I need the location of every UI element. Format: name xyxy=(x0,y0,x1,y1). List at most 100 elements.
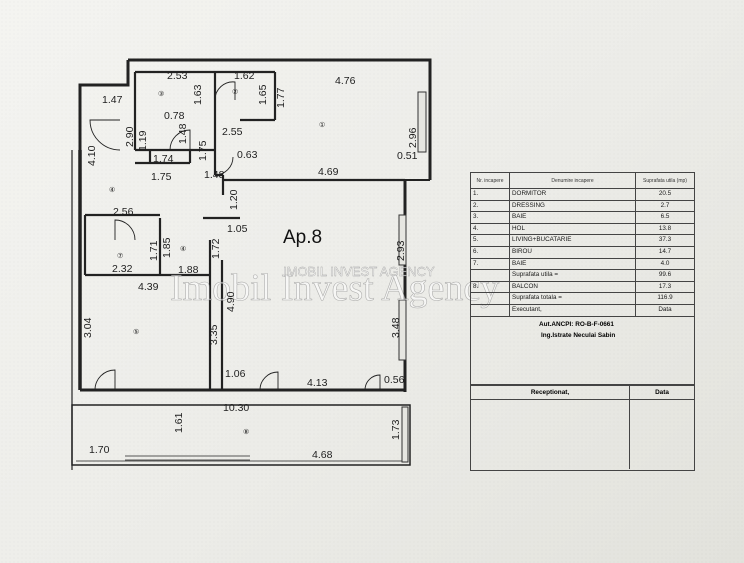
row-name: BAIE xyxy=(509,257,636,271)
area-table: Nr. incapere Denumire incapere Suprafata… xyxy=(470,172,695,317)
dim-label: 10.30 xyxy=(223,402,249,414)
inner-walls xyxy=(83,70,405,390)
dim-label: 0.51 xyxy=(397,150,418,162)
data-label: Data xyxy=(635,303,695,317)
row-area: 14.7 xyxy=(635,245,695,259)
row-name: BIROU xyxy=(509,245,636,259)
room-number-8: ⑧ xyxy=(243,428,249,436)
room-number-4a: ④ xyxy=(109,186,115,194)
dim-label: 2.55 xyxy=(222,126,243,138)
watermark-small: IMOBIL INVEST AGENCY xyxy=(283,264,435,279)
dim-label: 1.06 xyxy=(225,368,246,380)
dim-label: 2.53 xyxy=(167,70,188,82)
row-nr: 2. xyxy=(470,199,510,213)
windows xyxy=(398,91,427,463)
room-number-3: ③ xyxy=(158,90,164,98)
row-area: 6.5 xyxy=(635,211,695,224)
row-area: 4.0 xyxy=(635,257,695,271)
dim-label: 1.19 xyxy=(137,130,149,151)
authorization-box: Aut.ANCPI: RO-B-F-0661 Ing.Istrate Necul… xyxy=(470,313,695,385)
row-name: DORMITOR xyxy=(509,188,636,201)
header-name: Denumire incapere xyxy=(509,172,636,189)
dim-label: 3.48 xyxy=(390,317,402,338)
dim-label: 1.77 xyxy=(275,87,287,108)
row-nr: 3. xyxy=(470,211,510,224)
dim-label: 4.39 xyxy=(138,281,159,293)
row-name: BAIE xyxy=(509,211,636,224)
dim-label: 2.93 xyxy=(395,240,407,261)
total-value: 116.9 xyxy=(635,292,695,305)
dim-label: 0.78 xyxy=(164,110,185,122)
total-label: Suprafata totala = xyxy=(509,292,636,305)
dim-label: 1.75 xyxy=(197,140,209,161)
dim-label: 3.35 xyxy=(208,324,220,345)
dim-label: 1.47 xyxy=(102,94,123,106)
executant-row: Executant,Data xyxy=(470,303,695,317)
dim-label: 4.90 xyxy=(225,291,237,312)
util-row: Suprafata utila =99.6 xyxy=(470,269,695,282)
dim-label: 0.63 xyxy=(237,149,258,161)
dim-label: 1.73 xyxy=(390,419,402,440)
receptionat-label: Receptionat, xyxy=(471,386,630,399)
dim-label: 4.68 xyxy=(312,449,333,461)
door-arcs xyxy=(89,81,381,391)
dim-label: 2.32 xyxy=(112,263,133,275)
table-header-row: Nr. incapere Denumire incapere Suprafata… xyxy=(470,172,695,189)
room-number-7: ⑦ xyxy=(117,252,123,260)
row-area: 37.3 xyxy=(635,234,695,247)
reception-header: Receptionat, Data xyxy=(470,385,695,400)
row-nr: 4. xyxy=(470,222,510,236)
room-number-4b: ④ xyxy=(180,245,186,253)
dim-label: 2.90 xyxy=(124,126,136,147)
watermark-text: Imobil Invest Agency xyxy=(170,267,499,309)
row-area: 20.5 xyxy=(635,188,695,201)
dim-label: 3.04 xyxy=(82,317,94,338)
balcon-value: 17.3 xyxy=(635,280,695,294)
dim-label: 1.70 xyxy=(89,444,110,456)
row-nr: 5. xyxy=(470,234,510,247)
dim-label: 4.13 xyxy=(307,377,328,389)
dim-label: 1.72 xyxy=(210,238,222,259)
header-area: Suprafata utila (mp) xyxy=(635,172,695,189)
balcon-label: BALCON xyxy=(509,280,636,294)
dim-label: 1.75 xyxy=(151,171,172,183)
dim-label: 1.62 xyxy=(234,70,255,82)
row-nr: 1. xyxy=(470,188,510,201)
authorization-text: Aut.ANCPI: RO-B-F-0661 xyxy=(539,321,614,328)
dim-label: 2.56 xyxy=(113,206,134,218)
total-row: Suprafata totala =116.9 xyxy=(470,292,695,305)
header-nr: Nr. incapere xyxy=(470,172,510,189)
row-nr: 7. xyxy=(470,257,510,271)
dim-label: 1.48 xyxy=(177,123,189,144)
row-name: LIVING+BUCATARIE xyxy=(509,234,636,247)
dim-label: 1.71 xyxy=(148,240,160,261)
dim-label: 2.96 xyxy=(407,127,419,148)
row-nr: 6. xyxy=(470,245,510,259)
engineer-name: Ing.Istrate Neculai Sabin xyxy=(541,332,616,339)
dim-label: 1.20 xyxy=(228,189,240,210)
dim-label: 1.88 xyxy=(178,264,199,276)
balcon-nr: 8. xyxy=(470,280,510,294)
dim-label: 1.61 xyxy=(173,412,185,433)
dim-label: 4.76 xyxy=(335,75,356,87)
util-label: Suprafata utila = xyxy=(509,269,636,282)
dim-label: 4.10 xyxy=(86,145,98,166)
row-area: 2.7 xyxy=(635,199,695,213)
dim-label: 1.74 xyxy=(153,153,174,165)
apartment-label: Ap.8 xyxy=(283,227,322,248)
dim-label: 1.65 xyxy=(257,84,269,105)
row-area: 13.8 xyxy=(635,222,695,236)
util-value: 99.6 xyxy=(635,269,695,282)
room-number-6: ⑤ xyxy=(133,328,139,336)
reception-data-label: Data xyxy=(655,389,669,396)
dim-label: 1.05 xyxy=(227,223,248,235)
